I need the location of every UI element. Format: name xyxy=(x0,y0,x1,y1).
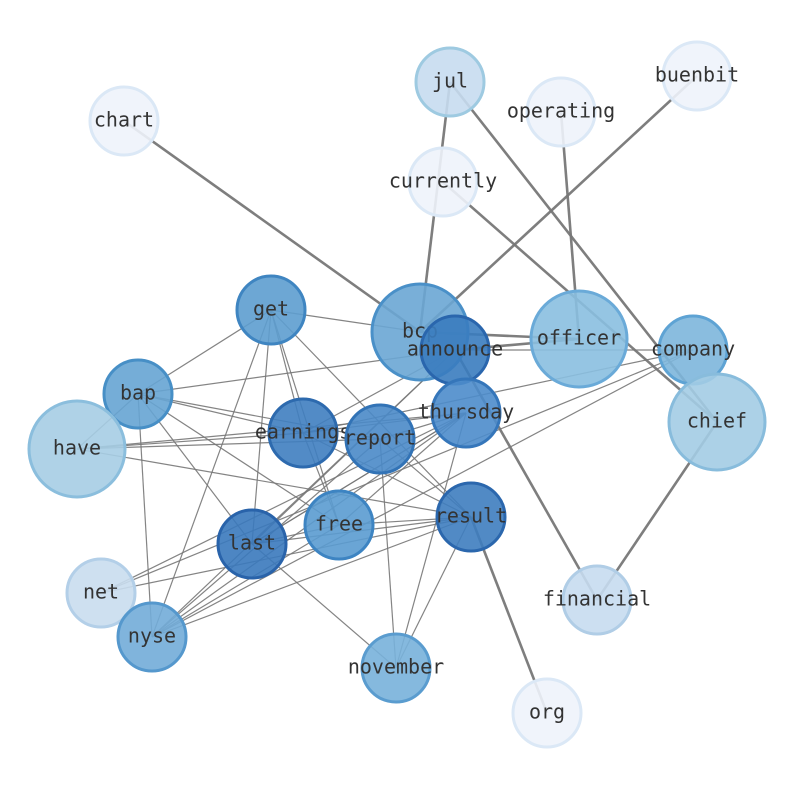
node-label-report: report xyxy=(344,426,416,450)
node-label-free: free xyxy=(315,512,363,536)
node-officer[interactable]: officer xyxy=(529,289,629,389)
node-label-announce: announce xyxy=(407,337,503,361)
edge-bap-nyse xyxy=(137,393,153,638)
node-net[interactable]: net xyxy=(65,557,137,629)
node-operating[interactable]: operating xyxy=(507,76,615,148)
node-label-bap: bap xyxy=(120,381,156,405)
node-label-nyse: nyse xyxy=(128,624,176,648)
node-label-buenbit: buenbit xyxy=(655,63,739,87)
node-label-financial: financial xyxy=(543,587,651,611)
node-circle-report[interactable] xyxy=(344,403,416,475)
node-get[interactable]: get xyxy=(235,274,307,346)
node-label-november: november xyxy=(348,655,444,679)
edge-buenbit-bcp xyxy=(419,75,698,333)
node-circle-earnings[interactable] xyxy=(267,397,339,469)
node-circle-bap[interactable] xyxy=(102,358,174,430)
node-circle-org[interactable] xyxy=(511,677,583,749)
node-nyse[interactable]: nyse xyxy=(116,601,188,673)
node-bap[interactable]: bap xyxy=(102,358,174,430)
node-result[interactable]: result xyxy=(435,481,507,553)
node-circle-currently[interactable] xyxy=(407,146,479,218)
edge-company-nyse xyxy=(151,349,694,638)
edge-get-nyse xyxy=(151,309,272,638)
node-november[interactable]: november xyxy=(348,632,444,704)
node-circle-free[interactable] xyxy=(303,489,375,561)
node-label-company: company xyxy=(651,337,735,361)
node-announce[interactable]: announce xyxy=(407,314,503,386)
edge-get-last xyxy=(251,309,272,545)
edge-net-company xyxy=(100,349,694,594)
node-currently[interactable]: currently xyxy=(389,146,497,218)
node-financial[interactable]: financial xyxy=(543,564,651,636)
node-last[interactable]: last xyxy=(216,508,288,580)
node-label-chart: chart xyxy=(94,108,154,132)
node-label-thursday: thursday xyxy=(418,400,514,424)
edge-chart-bcp xyxy=(123,119,421,334)
node-have[interactable]: have xyxy=(27,399,127,499)
node-thursday[interactable]: thursday xyxy=(418,377,514,449)
node-label-net: net xyxy=(83,580,119,604)
node-circle-operating[interactable] xyxy=(525,76,597,148)
node-label-result: result xyxy=(435,504,507,528)
node-chief[interactable]: chief xyxy=(667,372,767,472)
node-label-jul: jul xyxy=(432,69,468,93)
node-circle-thursday[interactable] xyxy=(430,377,502,449)
edge-result-nyse xyxy=(151,516,472,638)
node-earnings[interactable]: earnings xyxy=(255,397,351,469)
node-circle-nyse[interactable] xyxy=(116,601,188,673)
node-label-chief: chief xyxy=(687,409,747,433)
node-org[interactable]: org xyxy=(511,677,583,749)
node-circle-last[interactable] xyxy=(216,508,288,580)
node-label-operating: operating xyxy=(507,99,615,123)
node-label-org: org xyxy=(529,700,565,724)
node-circle-have[interactable] xyxy=(27,399,127,499)
node-circle-chief[interactable] xyxy=(667,372,767,472)
edge-bap-report xyxy=(137,393,381,440)
node-circle-financial[interactable] xyxy=(561,564,633,636)
node-circle-buenbit[interactable] xyxy=(661,40,733,112)
node-buenbit[interactable]: buenbit xyxy=(655,40,739,112)
node-circle-chart[interactable] xyxy=(88,85,160,157)
edge-have-result xyxy=(76,448,472,518)
node-label-currently: currently xyxy=(389,169,497,193)
node-circle-jul[interactable] xyxy=(414,46,486,118)
node-chart[interactable]: chart xyxy=(88,85,160,157)
node-circle-get[interactable] xyxy=(235,274,307,346)
node-circle-november[interactable] xyxy=(360,632,432,704)
node-free[interactable]: free xyxy=(303,489,375,561)
edge-thursday-november xyxy=(395,412,467,669)
edge-last-thursday xyxy=(251,412,467,545)
node-jul[interactable]: jul xyxy=(414,46,486,118)
edge-free-nyse xyxy=(151,524,340,638)
node-label-earnings: earnings xyxy=(255,420,351,444)
node-circle-net[interactable] xyxy=(65,557,137,629)
node-circle-officer[interactable] xyxy=(529,289,629,389)
node-circle-result[interactable] xyxy=(435,481,507,553)
edge-result-net xyxy=(100,516,472,594)
node-label-have: have xyxy=(53,436,101,460)
node-label-officer: officer xyxy=(537,326,621,350)
node-company[interactable]: company xyxy=(651,314,735,386)
node-label-get: get xyxy=(253,297,289,321)
node-report[interactable]: report xyxy=(344,403,416,475)
node-label-last: last xyxy=(228,531,276,555)
